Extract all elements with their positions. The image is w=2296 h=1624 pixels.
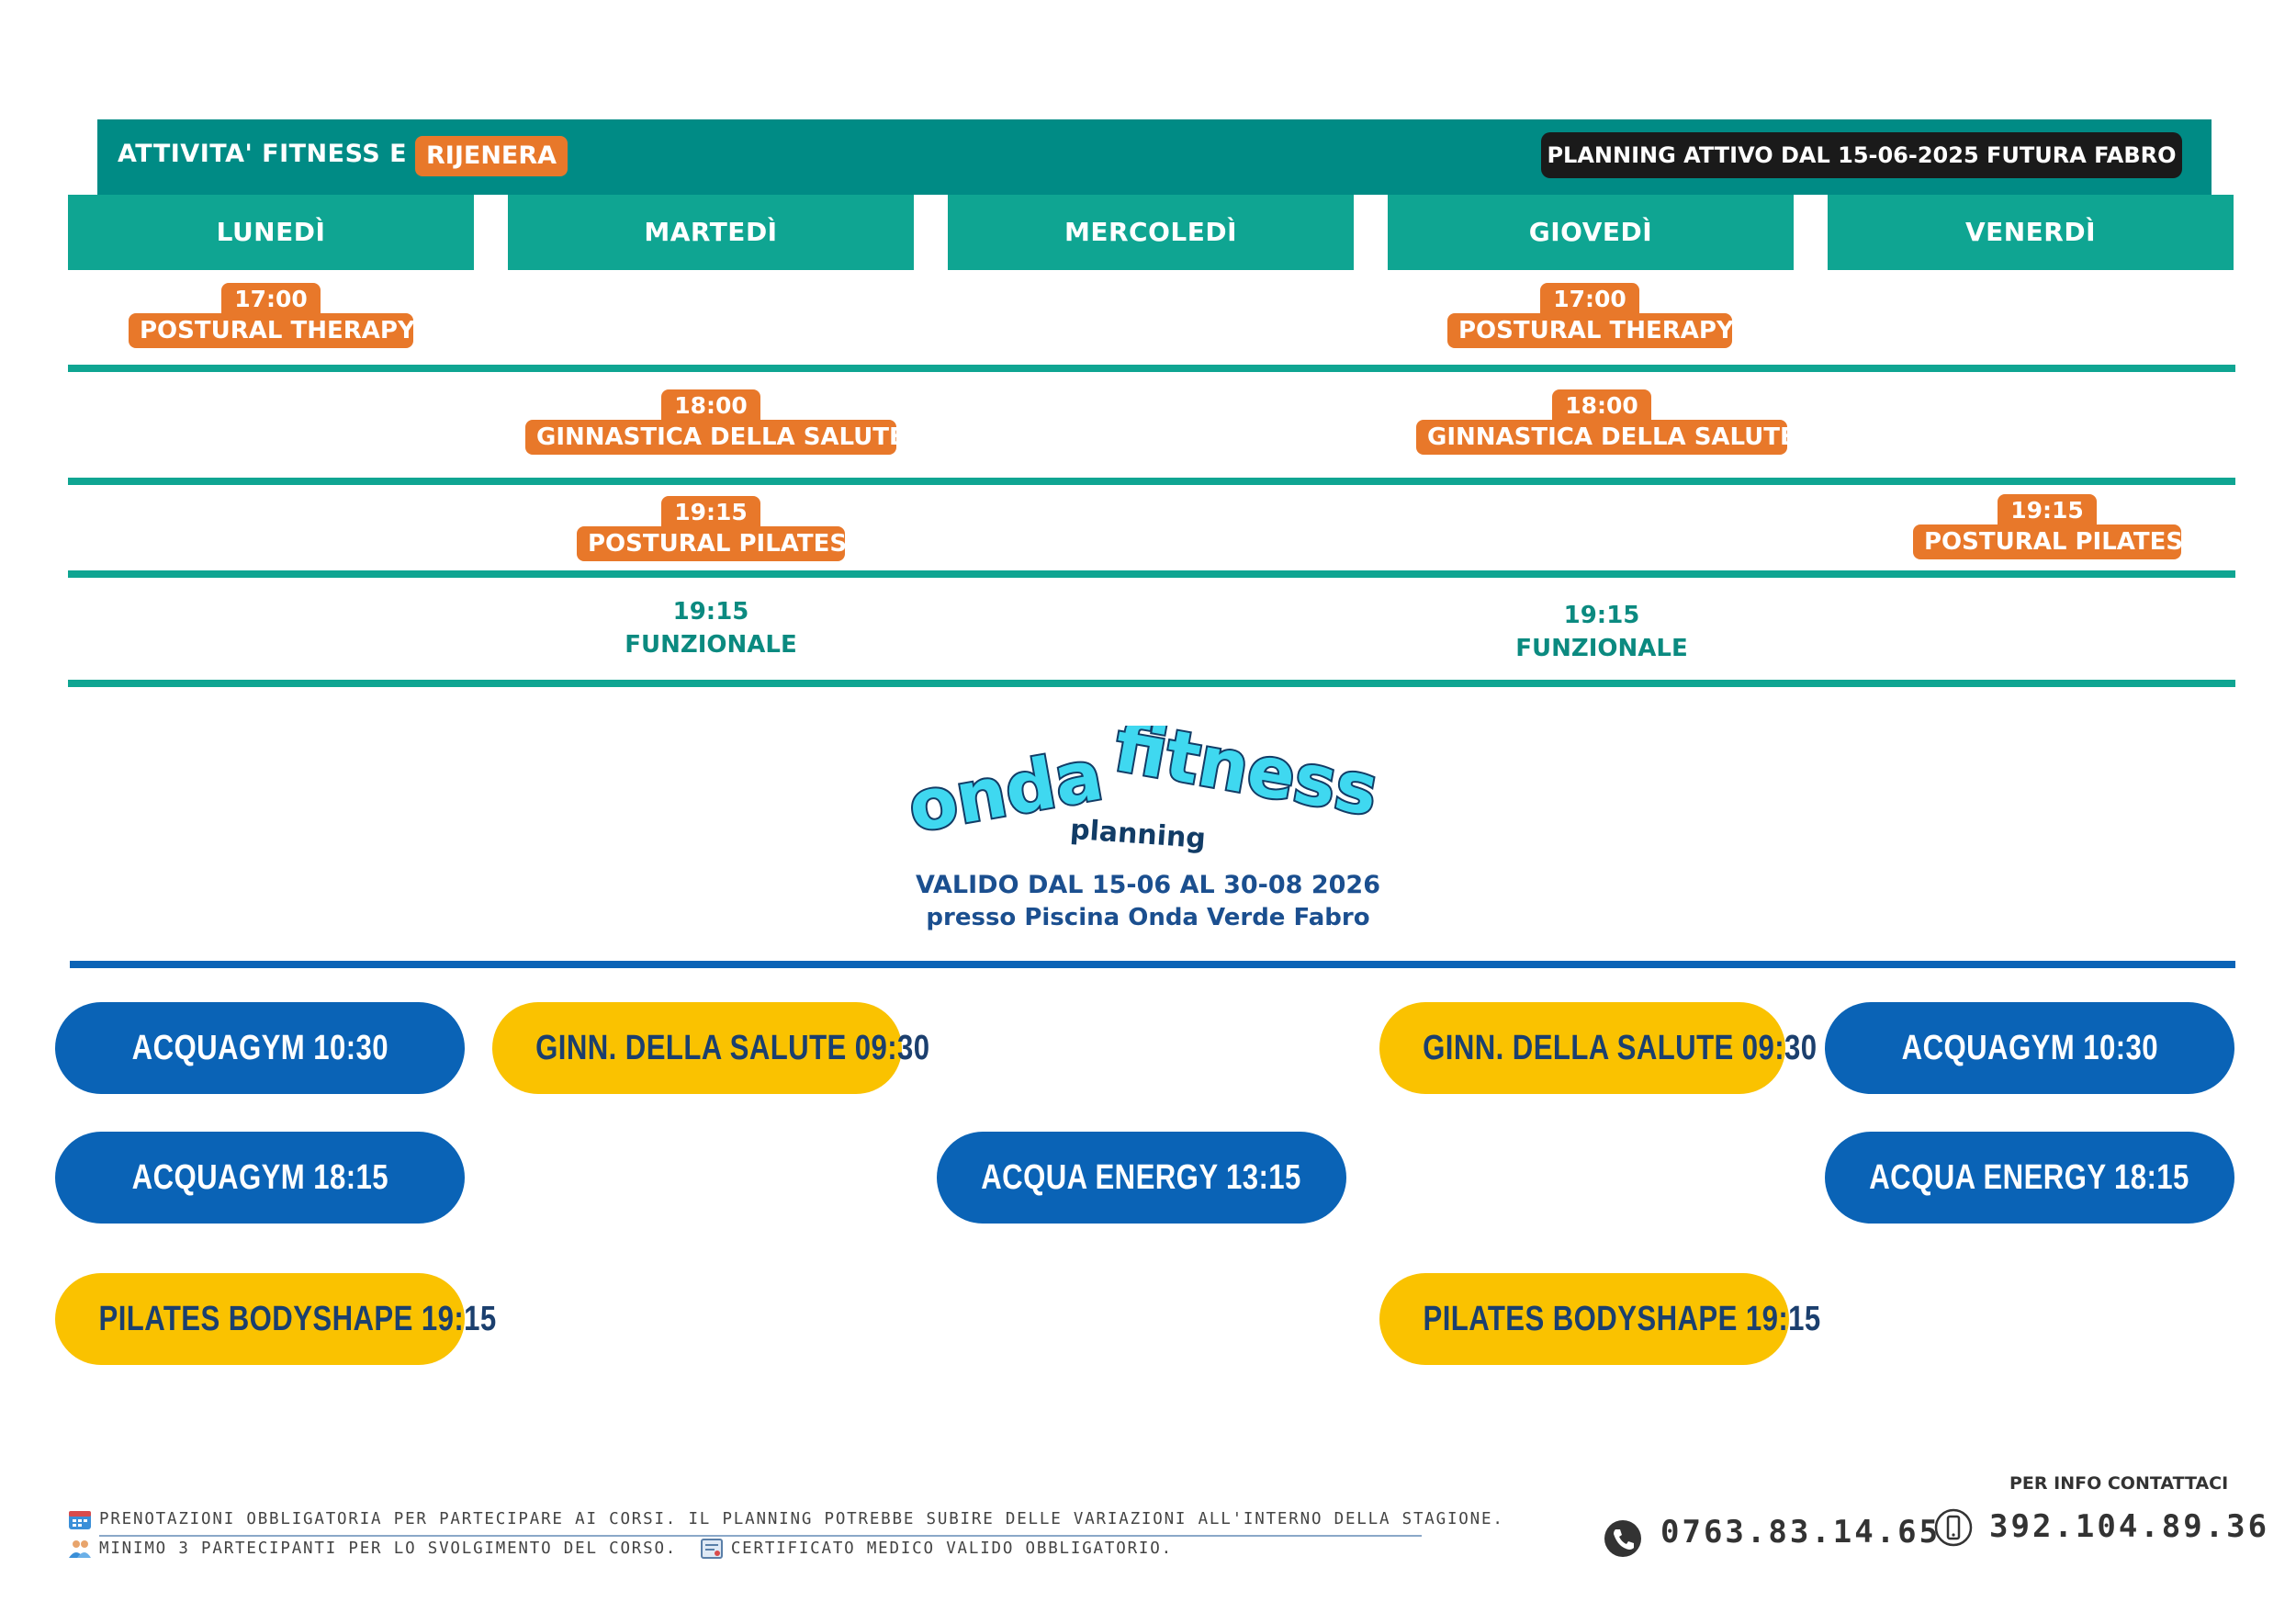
slot-label: POSTURAL THERAPY (129, 313, 415, 348)
day-header-friday: VENERDÌ (1828, 195, 2234, 270)
pool-class-pill: ACQUA ENERGY 18:15 (1825, 1132, 2234, 1224)
onda-fitness-logo: onda fitness planning (901, 726, 1386, 855)
phone-icon (1604, 1520, 1641, 1557)
booking-note: PRENOTAZIONI OBBLIGATORIA PER PARTECIPAR… (68, 1508, 1504, 1530)
note-underline (99, 1535, 1422, 1537)
contact-label: PER INFO CONTATTACI (2009, 1473, 2229, 1494)
slot-label: GINNASTICA DELLA SALUTE (525, 420, 906, 455)
logo-word-fitness: fitness (1109, 726, 1384, 831)
slot-label: FUNZIONALE (1515, 635, 1688, 662)
section-divider (70, 961, 2235, 968)
slot-label: GINNASTICA DELLA SALUTE (1416, 420, 1796, 455)
fitness-slot: 19:15 FUNZIONALE (573, 595, 849, 661)
fitness-slot: 19:15 FUNZIONALE (1464, 599, 1739, 665)
fitness-slot: 18:00 GINNASTICA DELLA SALUTE (525, 389, 906, 455)
pool-class-pill: ACQUAGYM 10:30 (55, 1002, 465, 1094)
pool-class-pill: GINN. DELLA SALUTE 09:30 (1379, 1002, 1817, 1094)
row-divider (68, 365, 2235, 372)
slot-time: 17:00 (1540, 283, 1639, 315)
validity-dates: VALIDO DAL 15-06 AL 30-08 2026 (915, 871, 1381, 899)
fitness-slot: 19:15 POSTURAL PILATES (1913, 494, 2183, 559)
slot-label: POSTURAL PILATES (577, 526, 847, 561)
pool-class-pill: PILATES BODYSHAPE 19:15 (55, 1273, 496, 1365)
requirements-note: MINIMO 3 PARTECIPANTI PER LO SVOLGIMENTO… (68, 1538, 1173, 1560)
slot-time: 19:15 (1998, 494, 2097, 526)
slot-time: 19:15 (672, 598, 749, 626)
slot-time: 19:15 (1563, 602, 1640, 629)
pool-class-pill: GINN. DELLA SALUTE 09:30 (492, 1002, 929, 1094)
planning-active-note: PLANNING ATTIVO DAL 15-06-2025 FUTURA FA… (1541, 132, 2182, 178)
fitness-slot: 19:15 POSTURAL PILATES (577, 496, 847, 561)
pool-class-pill: ACQUA ENERGY 13:15 (937, 1132, 1346, 1224)
row-divider (68, 570, 2235, 578)
smartphone-icon (1934, 1508, 1973, 1547)
pool-class-pill: ACQUAGYM 10:30 (1825, 1002, 2234, 1094)
slot-label: POSTURAL PILATES (1913, 524, 2183, 559)
slot-label: POSTURAL THERAPY (1447, 313, 1734, 348)
phone-number[interactable]: 0763.83.14.65 (1660, 1514, 1941, 1551)
day-header-monday: LUNEDÌ (68, 195, 474, 270)
day-header-wednesday: MERCOLEDÌ (948, 195, 1354, 270)
logo-subtitle: planning (1069, 814, 1207, 855)
fitness-slot: 18:00 GINNASTICA DELLA SALUTE (1416, 389, 1796, 455)
slot-time: 19:15 (661, 496, 760, 528)
header-title: ATTIVITA' FITNESS E (118, 140, 408, 168)
people-icon (69, 1540, 91, 1558)
day-header-tuesday: MARTEDÌ (508, 195, 914, 270)
row-divider (68, 478, 2235, 485)
pool-class-pill: ACQUAGYM 18:15 (55, 1132, 465, 1224)
pool-class-pill: PILATES BODYSHAPE 19:15 (1379, 1273, 1820, 1365)
fitness-slot: 17:00 POSTURAL THERAPY (1447, 283, 1734, 348)
certificate-icon (700, 1539, 723, 1559)
row-divider (68, 680, 2235, 687)
fitness-slot: 17:00 POSTURAL THERAPY (129, 283, 415, 348)
header-badge: RIJENERA (415, 136, 568, 176)
slot-time: 17:00 (221, 283, 321, 315)
slot-time: 18:00 (1552, 389, 1651, 422)
day-header-thursday: GIOVEDÌ (1388, 195, 1794, 270)
calendar-icon (69, 1511, 91, 1529)
mobile-number[interactable]: 392.104.89.36 (1989, 1508, 2270, 1545)
slot-label: FUNZIONALE (625, 631, 797, 659)
slot-time: 18:00 (661, 389, 760, 422)
location: presso Piscina Onda Verde Fabro (926, 904, 1370, 931)
